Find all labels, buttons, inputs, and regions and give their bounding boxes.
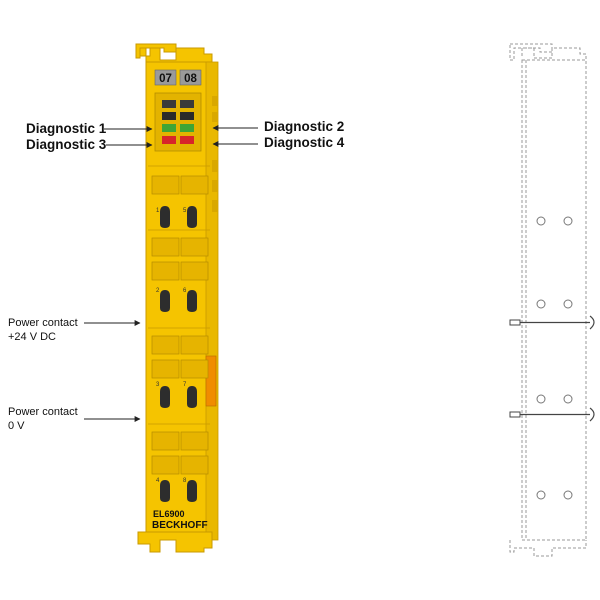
channel-number: 4 [156, 478, 160, 484]
model-label: EL6900 [153, 509, 185, 519]
callout-diagnostic-4: Diagnostic 4 [212, 135, 345, 150]
spring-opening [160, 480, 170, 502]
spring-opening [187, 290, 197, 312]
led [180, 112, 194, 120]
callout-diagnostic-1: Diagnostic 1 [26, 121, 153, 136]
callout-label: Diagnostic 4 [264, 135, 345, 150]
side-view-holes [536, 216, 573, 500]
led-diagnostic-1 [162, 124, 176, 132]
led [162, 112, 176, 120]
led [180, 100, 194, 108]
led-diagnostic-4 [180, 136, 194, 144]
brand-label: BECKHOFF [152, 520, 208, 531]
channel-number: 8 [183, 478, 187, 484]
side-view-outline [509, 43, 587, 557]
led-panel [154, 92, 202, 152]
callout-label: Diagnostic 3 [26, 137, 107, 152]
channel-number: 6 [183, 288, 187, 294]
spring-opening [160, 206, 170, 228]
spring-opening [160, 290, 170, 312]
channel-number: 2 [156, 288, 160, 294]
callout-label: +24 V DC [8, 331, 56, 343]
callout-power-contact-24v: Power contact +24 V DC [8, 317, 141, 343]
channel-number: 7 [183, 382, 187, 388]
led-diagnostic-2 [180, 124, 194, 132]
orange-tab [205, 355, 217, 407]
callout-label: 0 V [8, 420, 25, 432]
channel-number: 3 [156, 382, 160, 388]
callout-power-contact-0v: Power contact 0 V [8, 406, 141, 432]
callout-label: Diagnostic 1 [26, 121, 107, 136]
terminal-group-4: 4 8 [151, 431, 209, 502]
channel-number: 5 [183, 208, 187, 214]
terminal-group-2: 2 6 [151, 237, 209, 312]
spring-opening [187, 206, 197, 228]
terminal-module: 07 08 1 5 [135, 43, 219, 553]
spring-opening [187, 480, 197, 502]
led-diagnostic-3 [162, 136, 176, 144]
bottom-latch [137, 531, 213, 553]
spring-opening [160, 386, 170, 408]
terminal-group-1: 1 5 [151, 175, 209, 228]
slot-label-07-box [154, 69, 177, 86]
callout-diagnostic-3: Diagnostic 3 [26, 137, 153, 152]
terminal-group-3: 3 7 [151, 335, 209, 408]
slot-label-08-box [179, 69, 202, 86]
channel-number: 1 [156, 208, 160, 214]
led [162, 100, 176, 108]
side-view-power-contacts [509, 315, 595, 422]
spring-opening [187, 386, 197, 408]
callout-diagnostic-2: Diagnostic 2 [212, 119, 344, 134]
callout-label: Power contact [8, 317, 78, 329]
callout-label: Power contact [8, 406, 78, 418]
callout-label: Diagnostic 2 [264, 119, 344, 134]
slot-label-07: 07 [159, 73, 172, 85]
slot-label-08: 08 [184, 73, 197, 85]
